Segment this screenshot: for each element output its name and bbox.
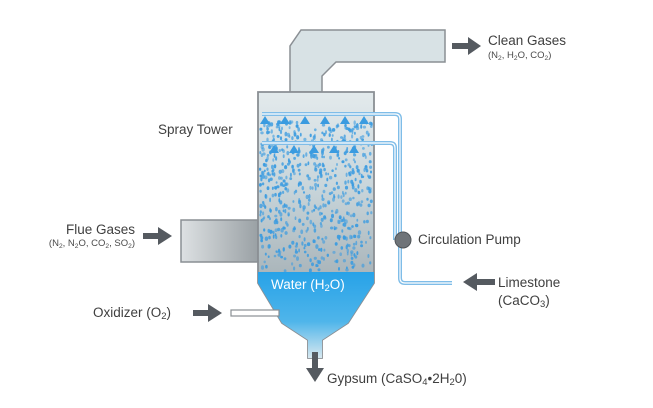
flow-arrows	[143, 37, 495, 382]
clean-gases-label: Clean Gases	[488, 33, 567, 48]
nozzle-icon	[269, 145, 279, 153]
arrow-icon	[463, 273, 495, 291]
arrow-icon	[193, 304, 222, 322]
flue-gases-formula: (N2, N2O, CO2, SO2)	[48, 238, 135, 250]
oxidizer-label: Oxidizer (O2)	[93, 305, 172, 322]
limestone-label: Limestone	[498, 275, 561, 290]
upper-nozzles	[260, 116, 369, 124]
clean-gases-formula: (N2, H2O, CO2)	[488, 50, 552, 62]
lower-nozzles	[269, 145, 359, 153]
arrow-icon	[143, 227, 172, 245]
nozzle-icon	[320, 116, 330, 124]
nozzle-icon	[309, 145, 319, 153]
nozzle-icon	[300, 116, 310, 124]
nozzle-icon	[359, 116, 369, 124]
arrow-icon	[306, 352, 324, 382]
nozzle-icon	[260, 116, 270, 124]
nozzle-icon	[349, 145, 359, 153]
spray-droplets	[258, 120, 374, 273]
nozzle-icon	[289, 145, 299, 153]
pump-icon	[394, 231, 412, 249]
arrow-icon	[452, 37, 481, 55]
water-label: Water (H2O)	[271, 277, 345, 294]
flue-gas-inlet-duct	[180, 219, 259, 263]
spray-tower-label: Spray Tower	[158, 122, 233, 137]
gypsum-label: Gypsum (CaSO4•2H20)	[327, 371, 467, 388]
flue-gases-label: Flue Gases	[65, 222, 135, 237]
nozzle-icon	[329, 145, 339, 153]
limestone-formula: (CaCO3)	[498, 293, 550, 310]
top-duct	[289, 29, 446, 93]
nozzle-icon	[340, 116, 350, 124]
nozzle-icon	[280, 116, 290, 124]
circulation-pump-label: Circulation Pump	[418, 232, 521, 247]
oxidizer-pipe	[230, 309, 280, 317]
